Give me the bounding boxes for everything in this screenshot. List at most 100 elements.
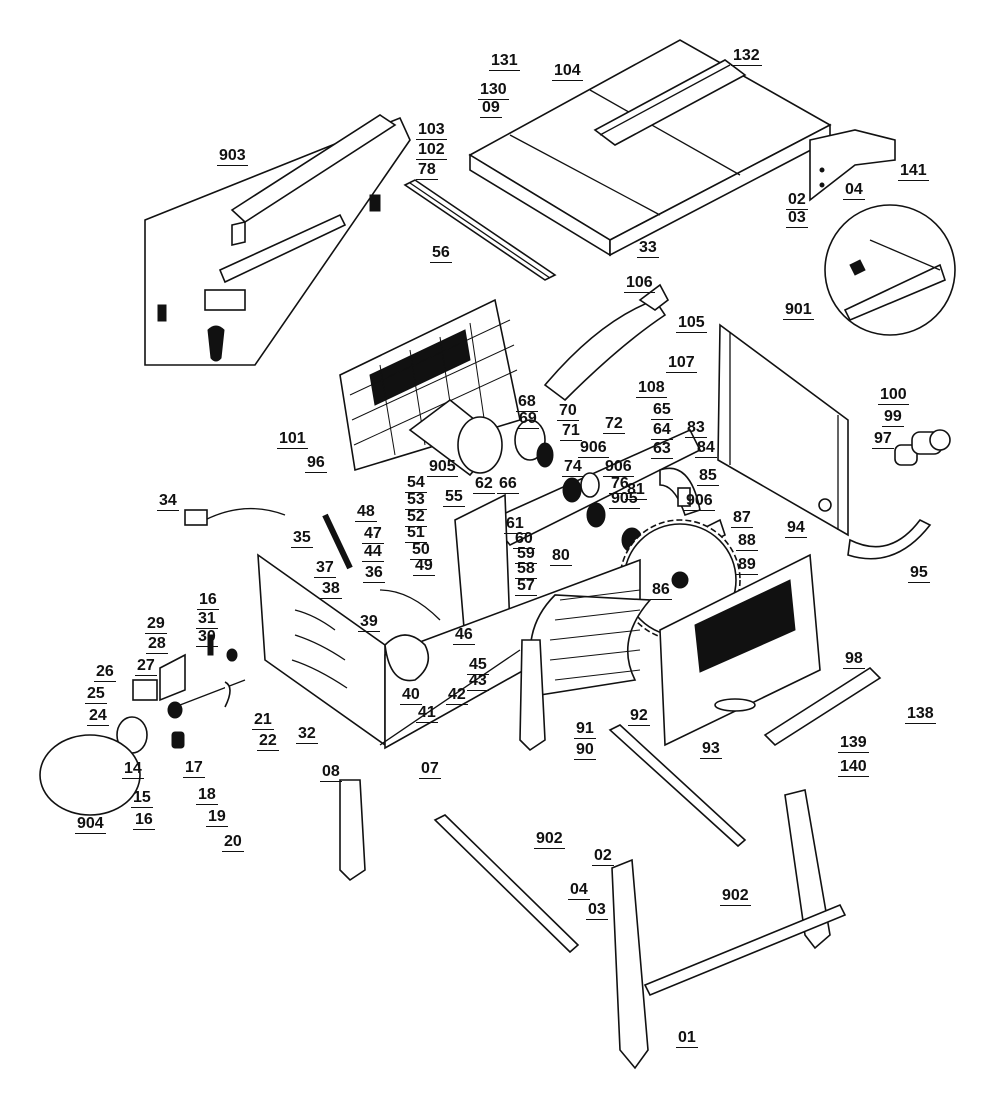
part-label-105: 105: [676, 314, 707, 333]
part-label-61: 61: [504, 515, 526, 534]
part-label-85: 85: [697, 467, 719, 486]
part-label-69: 69: [517, 410, 539, 429]
part-label-905-a: 905: [427, 458, 458, 477]
legs: [339, 639, 847, 1070]
part-label-14: 14: [122, 760, 144, 779]
part-label-83: 83: [685, 419, 707, 438]
part-label-18: 18: [196, 786, 218, 805]
part-label-95: 95: [908, 564, 930, 583]
part-label-131: 131: [489, 52, 520, 71]
part-label-97: 97: [872, 430, 894, 449]
part-label-87: 87: [731, 509, 753, 528]
part-label-43: 43: [467, 672, 489, 691]
part-label-58: 58: [515, 560, 537, 579]
part-label-02-b: 02: [592, 847, 614, 866]
part-label-86: 86: [650, 581, 672, 600]
part-label-03: 03: [786, 209, 808, 228]
part-label-78: 78: [416, 161, 438, 180]
switch-assembly: [39, 634, 246, 816]
part-label-72: 72: [603, 415, 625, 434]
part-label-02: 02: [786, 191, 808, 210]
part-label-901: 901: [783, 301, 814, 320]
part-label-140: 140: [838, 758, 869, 777]
part-label-42: 42: [446, 686, 468, 705]
part-label-59: 59: [515, 545, 537, 564]
part-label-34: 34: [157, 492, 179, 511]
part-label-63: 63: [651, 440, 673, 459]
part-label-903: 903: [217, 147, 248, 166]
part-label-106: 106: [624, 274, 655, 293]
part-label-48: 48: [355, 503, 377, 522]
part-label-25: 25: [85, 685, 107, 704]
back-panel-94: [717, 323, 849, 537]
part-label-132: 132: [731, 47, 762, 66]
part-label-50: 50: [410, 541, 432, 560]
part-label-906-b: 906: [603, 458, 634, 477]
part-label-53: 53: [405, 491, 427, 510]
part-label-20: 20: [222, 833, 244, 852]
part-label-139: 139: [838, 734, 869, 753]
part-label-04-b: 04: [568, 881, 590, 900]
part-label-37: 37: [314, 559, 336, 578]
part-label-130: 130: [478, 81, 509, 100]
part-label-65: 65: [651, 401, 673, 420]
part-label-51: 51: [405, 524, 427, 543]
part-label-98: 98: [843, 650, 865, 669]
spring-35: [322, 513, 353, 570]
part-label-08: 08: [320, 763, 342, 782]
part-label-38: 38: [320, 580, 342, 599]
part-label-74: 74: [562, 458, 584, 477]
part-label-102: 102: [416, 141, 447, 160]
part-label-902-b: 902: [720, 887, 751, 906]
part-label-93: 93: [700, 740, 722, 759]
part-label-47: 47: [362, 525, 384, 544]
part-label-99: 99: [882, 408, 904, 427]
part-label-22: 22: [257, 732, 279, 751]
part-label-24: 24: [87, 707, 109, 726]
tilt-arm-98: [763, 666, 882, 747]
part-label-32: 32: [296, 725, 318, 744]
part-label-54: 54: [405, 474, 427, 493]
part-label-84: 84: [695, 439, 717, 458]
part-label-108: 108: [636, 379, 667, 398]
part-label-01: 01: [676, 1029, 698, 1048]
part-label-107: 107: [666, 354, 697, 373]
part-label-906-a: 906: [578, 439, 609, 458]
part-label-80: 80: [550, 547, 572, 566]
part-label-31: 31: [196, 610, 218, 629]
dust-port: [847, 429, 951, 560]
part-label-81: 81: [625, 481, 647, 500]
bracket-141: [809, 129, 896, 202]
part-label-09: 09: [480, 99, 502, 118]
part-label-76: 76: [609, 475, 631, 494]
part-label-68: 68: [516, 393, 538, 412]
part-label-100: 100: [878, 386, 909, 405]
part-label-104: 104: [552, 62, 583, 81]
part-label-94: 94: [785, 519, 807, 538]
part-label-56: 56: [430, 244, 452, 263]
part-label-57: 57: [515, 577, 537, 596]
part-label-904: 904: [75, 815, 106, 834]
part-label-33: 33: [637, 239, 659, 258]
part-label-19: 19: [206, 808, 228, 827]
part-label-28: 28: [146, 635, 168, 654]
front-panel-93: [659, 553, 821, 747]
part-label-89: 89: [736, 556, 758, 575]
part-label-44: 44: [362, 543, 384, 562]
part-label-40: 40: [400, 686, 422, 705]
part-label-16-b: 16: [133, 811, 155, 830]
part-label-90: 90: [574, 741, 596, 760]
part-label-88: 88: [736, 532, 758, 551]
part-label-21: 21: [252, 711, 274, 730]
part-label-52: 52: [405, 508, 427, 527]
part-label-29: 29: [145, 615, 167, 634]
part-label-30: 30: [196, 628, 218, 647]
part-label-96: 96: [305, 454, 327, 473]
part-label-70: 70: [557, 402, 579, 421]
part-label-71: 71: [560, 422, 582, 441]
part-label-27: 27: [135, 657, 157, 676]
part-label-64: 64: [651, 421, 673, 440]
part-label-17: 17: [183, 759, 205, 778]
